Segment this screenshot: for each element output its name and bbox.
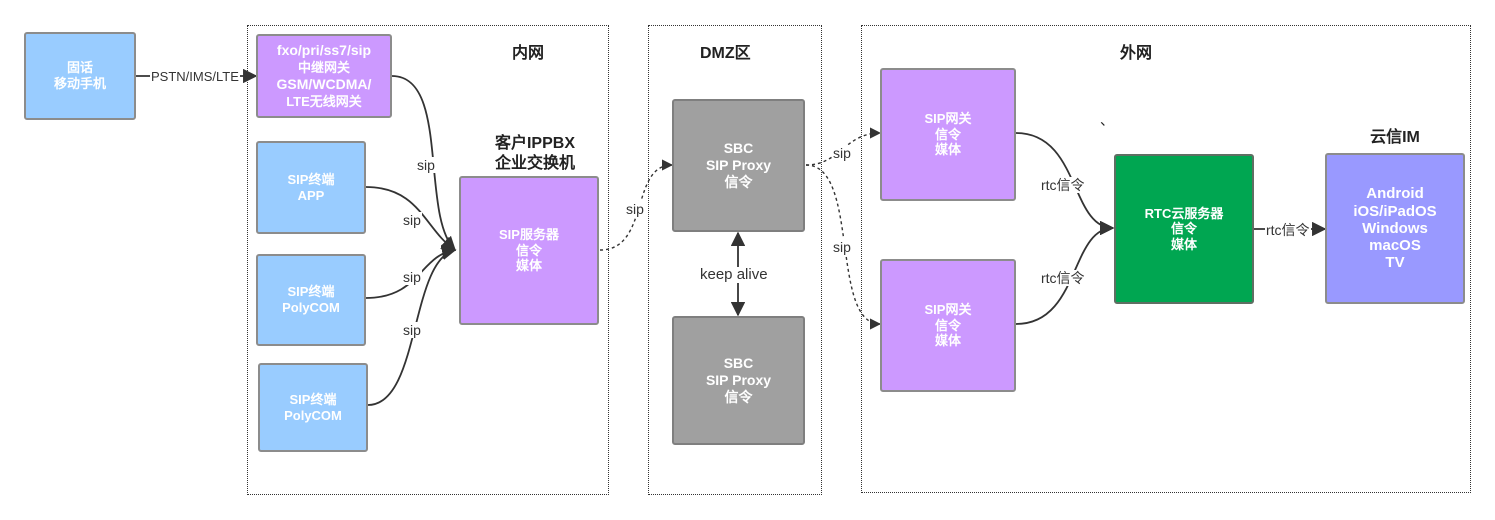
- edge-label-sip-gw2: sip: [832, 239, 852, 255]
- edge-label-rtc1: rtc信令: [1040, 177, 1086, 193]
- edge-label-sip-poly2: sip: [402, 322, 422, 338]
- trunk-gateway-node: fxo/pri/ss7/sip 中继网关 GSM/WCDMA/ LTE无线网关: [256, 34, 392, 118]
- edge-label-rtc-clients: rtc信令: [1265, 222, 1311, 238]
- fixed-mobile-phone-node: 固话移动手机: [24, 32, 136, 120]
- im-clients-node: Android iOS/iPadOS Windows macOS TV: [1325, 153, 1465, 304]
- edge-app-server: [365, 186, 457, 251]
- edge-label-sip-gw1: sip: [832, 145, 852, 161]
- dmz-zone-title: DMZ区: [700, 45, 751, 62]
- edge-label-keep-alive: keep alive: [699, 266, 769, 283]
- sip-server-node: SIP服务器信令媒体: [459, 176, 599, 325]
- edge-label-sip-gateway: sip: [416, 157, 436, 173]
- extranet-zone: [861, 25, 1471, 493]
- edge-label-rtc2: rtc信令: [1040, 270, 1086, 286]
- extranet-zone-title: 外网: [1120, 45, 1153, 62]
- edge-label-sip-app: sip: [402, 212, 422, 228]
- edge-label-sip-server-sbc: sip: [625, 201, 645, 217]
- edge-gateway-server: [391, 75, 457, 252]
- sip-gateway-node-2: SIP网关信令媒体: [880, 259, 1016, 392]
- rtc-cloud-server-node: RTC云服务器信令媒体: [1114, 154, 1254, 304]
- edge-sbc-gw1: [805, 127, 882, 166]
- edge-sbc-gw2: [805, 164, 882, 330]
- stray-mark: 、: [1100, 112, 1114, 128]
- intranet-zone: [247, 25, 609, 495]
- edge-label-sip-poly1: sip: [402, 269, 422, 285]
- intranet-zone-title: 内网: [512, 45, 545, 62]
- dmz-zone: [648, 25, 822, 495]
- edge-label-pstn: PSTN/IMS/LTE: [150, 69, 240, 85]
- sip-gateway-node-1: SIP网关信令媒体: [880, 68, 1016, 201]
- cloud-im-caption: 云信IM: [1370, 129, 1420, 146]
